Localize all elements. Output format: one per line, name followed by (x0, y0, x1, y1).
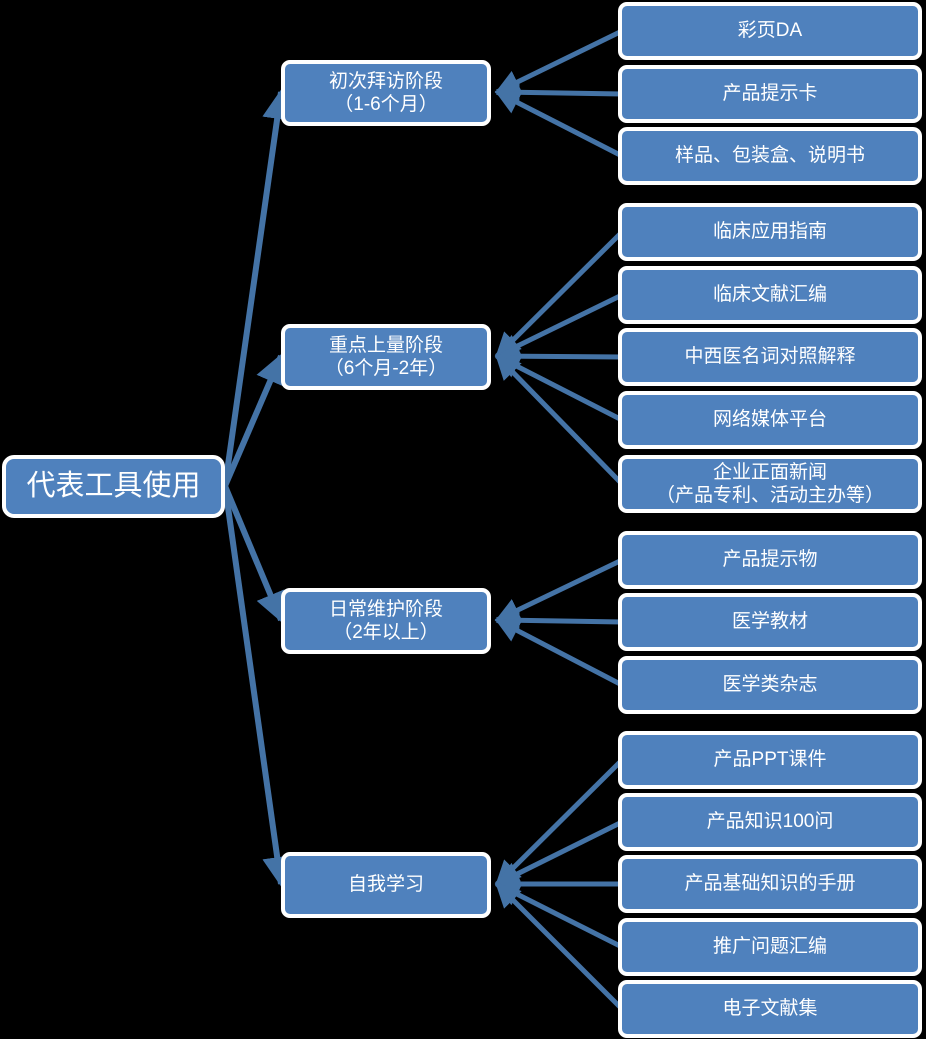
connector-stage3-tool2 (494, 607, 623, 633)
tool-node-1-2[interactable]: 产品提示卡 (618, 65, 922, 123)
tool-node-1-1-label: 彩页DA (737, 20, 803, 42)
stage-node-2-label: 重点上量阶段 （6个月-2年） (324, 334, 448, 379)
connector-root-stage-1 (222, 89, 293, 487)
tool-node-4-5-label: 电子文献集 (722, 998, 818, 1020)
stage-node-2[interactable]: 重点上量阶段 （6个月-2年） (281, 324, 491, 390)
connector-stage2-tool3 (494, 343, 623, 369)
connector-stage2-tool1 (495, 230, 624, 358)
connector-stage3-tool3 (494, 617, 624, 688)
tool-node-1-3-label: 样品、包装盒、说明书 (674, 145, 865, 167)
tool-node-4-4[interactable]: 推广问题汇编 (618, 918, 922, 976)
tool-node-3-1-label: 产品提示物 (722, 549, 818, 571)
connector-root-stage-3 (222, 484, 285, 623)
tool-node-3-2[interactable]: 医学教材 (618, 593, 922, 651)
tool-node-2-2-label: 临床文献汇编 (712, 284, 827, 306)
stage-node-1[interactable]: 初次拜访阶段 （1-6个月） (281, 60, 491, 126)
stage-node-1-label: 初次拜访阶段 （1-6个月） (328, 70, 443, 115)
root-node-label: 代表工具使用 (26, 469, 201, 502)
connector-root-stage-4 (222, 485, 293, 887)
connector-stage3-tool1 (494, 557, 624, 623)
tool-node-2-2[interactable]: 临床文献汇编 (618, 266, 922, 324)
stage-node-4[interactable]: 自我学习 (281, 852, 491, 918)
stage-node-4-label: 自我学习 (347, 874, 424, 896)
tool-node-1-1[interactable]: 彩页DA (618, 2, 922, 60)
connector-stage1-tool1 (494, 28, 624, 95)
tool-node-2-4[interactable]: 网络媒体平台 (618, 391, 922, 449)
tool-node-3-2-label: 医学教材 (731, 611, 808, 633)
tool-node-2-3[interactable]: 中西医名词对照解释 (618, 328, 922, 386)
connector-stage1-tool3 (494, 89, 624, 159)
tool-node-4-3-label: 产品基础知识的手册 (684, 873, 856, 895)
stage-to-tool-connectors (494, 28, 624, 1011)
stage-node-3[interactable]: 日常维护阶段 （2年以上） (281, 588, 491, 654)
tool-node-2-5-label: 企业正面新闻 （产品专利、活动主办等） (655, 461, 884, 506)
tool-node-3-3-label: 医学类杂志 (722, 674, 818, 696)
stage-node-3-label: 日常维护阶段 （2年以上） (328, 598, 443, 643)
connector-stage4-tool2 (494, 819, 624, 887)
tool-node-4-3[interactable]: 产品基础知识的手册 (618, 855, 922, 913)
connector-stage4-tool1 (495, 758, 624, 886)
tool-node-4-2-label: 产品知识100问 (706, 811, 834, 833)
connector-root-stage-2 (222, 353, 285, 488)
tool-node-2-1[interactable]: 临床应用指南 (618, 203, 922, 261)
root-to-stage-connectors (222, 89, 293, 887)
tool-node-3-1[interactable]: 产品提示物 (618, 531, 922, 589)
tool-node-3-3[interactable]: 医学类杂志 (618, 656, 922, 714)
tool-node-1-2-label: 产品提示卡 (722, 83, 818, 105)
tool-node-2-4-label: 网络媒体平台 (712, 409, 827, 431)
tool-node-4-1[interactable]: 产品PPT课件 (618, 731, 922, 789)
connector-stage1-tool2 (494, 79, 623, 105)
tool-node-4-2[interactable]: 产品知识100问 (618, 793, 922, 851)
root-node[interactable]: 代表工具使用 (2, 455, 225, 518)
connector-stage2-tool5 (495, 354, 624, 486)
tool-node-4-4-label: 推广问题汇编 (712, 936, 827, 958)
tool-node-1-3[interactable]: 样品、包装盒、说明书 (618, 127, 922, 185)
connector-stage4-tool5 (495, 882, 624, 1011)
tool-node-4-5[interactable]: 电子文献集 (618, 980, 922, 1038)
connector-stage2-tool2 (494, 292, 624, 359)
tool-node-2-3-label: 中西医名词对照解释 (684, 346, 856, 368)
tool-node-2-1-label: 临床应用指南 (712, 221, 827, 243)
connector-stage4-tool4 (494, 881, 624, 950)
tool-node-4-1-label: 产品PPT课件 (713, 749, 827, 771)
tool-node-2-5[interactable]: 企业正面新闻 （产品专利、活动主办等） (618, 455, 922, 513)
connector-stage2-tool4 (494, 353, 624, 423)
